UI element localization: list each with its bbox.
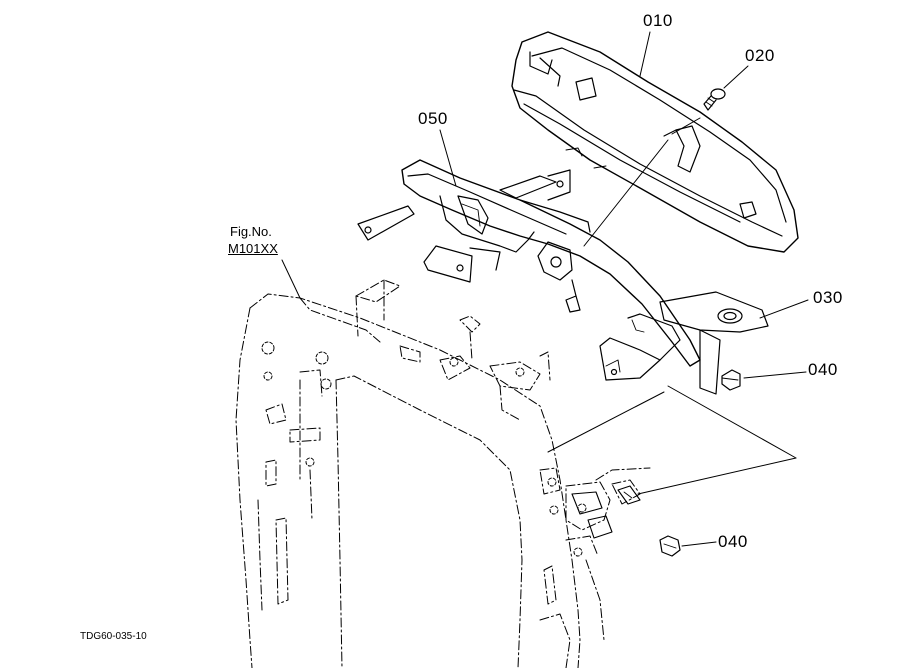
bolt-040-lower — [659, 535, 681, 557]
drawing-code: TDG60-035-10 — [80, 631, 147, 642]
part-label-010: 010 — [643, 11, 673, 30]
part-label-040-upper: 040 — [808, 360, 838, 379]
part-label-030: 030 — [813, 288, 843, 307]
bolt-040-upper — [721, 369, 741, 391]
clip-brackets — [571, 485, 641, 539]
part-label-020: 020 — [745, 46, 775, 65]
leader-lines — [281, 31, 809, 547]
instrument-panel-010 — [511, 31, 799, 253]
screw-020 — [703, 88, 726, 111]
bracket-050 — [357, 159, 701, 367]
part-label-040-lower: 040 — [718, 532, 748, 551]
figure-ref-label: Fig.No. — [230, 224, 272, 239]
bracket-030 — [599, 291, 769, 395]
figure-ref-number: M101XX — [228, 241, 278, 256]
chassis-frame-reference — [235, 279, 651, 668]
part-label-050: 050 — [418, 109, 448, 128]
chassis-frame-holes — [261, 341, 587, 557]
